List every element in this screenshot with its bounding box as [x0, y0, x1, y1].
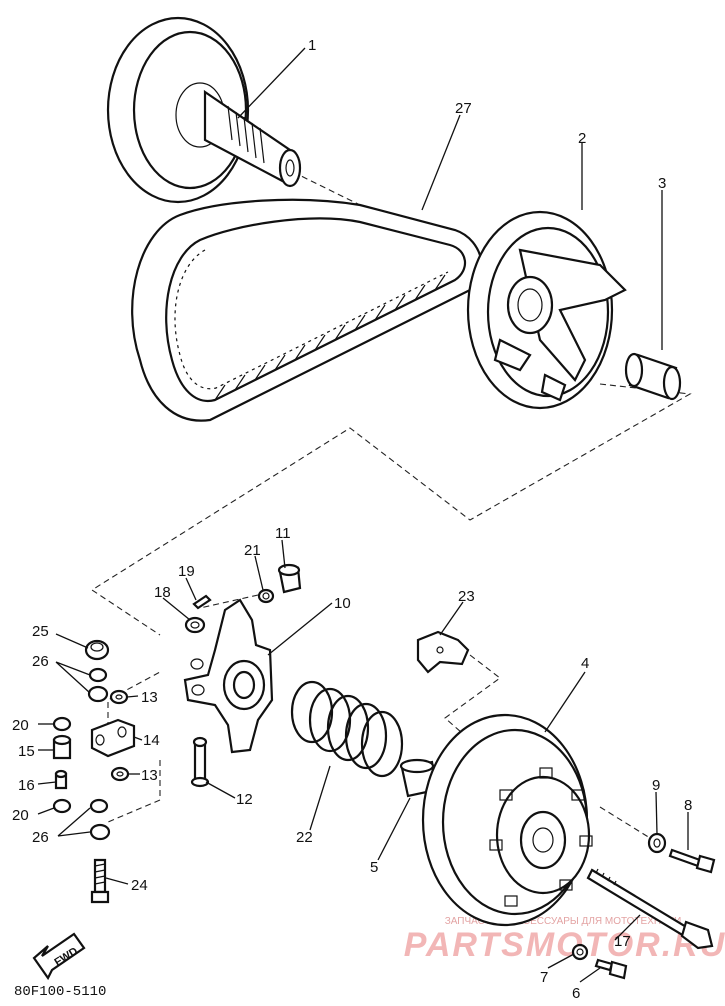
label-part-13-lower: 13 — [141, 767, 158, 784]
part-14-roller-block — [90, 718, 136, 758]
part-20-washer-lower — [52, 798, 72, 814]
part-20-washer-upper — [52, 716, 72, 732]
label-part-16: 16 — [18, 777, 35, 794]
part-2-secondary-sheave — [466, 210, 627, 410]
part-22-spring — [290, 680, 404, 778]
label-part-27: 27 — [455, 100, 472, 117]
part-23-bracket — [416, 630, 470, 674]
label-part-10: 10 — [334, 595, 351, 612]
label-part-5: 5 — [370, 859, 378, 876]
part-13-washer-lower — [110, 766, 130, 782]
label-part-7: 7 — [540, 969, 548, 986]
label-part-20-upper: 20 — [12, 717, 29, 734]
label-part-2: 2 — [578, 130, 586, 147]
part-code: 80F100-5110 — [14, 984, 106, 1000]
label-part-1: 1 — [308, 37, 316, 54]
part-12-pin — [190, 736, 210, 788]
label-part-19: 19 — [178, 563, 195, 580]
label-part-8: 8 — [684, 797, 692, 814]
part-17-long-bolt — [586, 868, 714, 950]
label-part-3: 3 — [658, 175, 666, 192]
label-part-18: 18 — [154, 584, 171, 601]
part-7-washer — [571, 943, 589, 961]
part-4-sliding-sheave — [421, 713, 593, 927]
part-10-spider-arm — [183, 598, 274, 754]
label-part-14: 14 — [143, 732, 160, 749]
label-part-25: 25 — [32, 623, 49, 640]
part-9-nut — [647, 832, 667, 854]
leader-lines — [37, 47, 689, 983]
part-26-washer-lower — [89, 798, 111, 841]
label-part-15: 15 — [18, 743, 35, 760]
label-part-9: 9 — [652, 777, 660, 794]
label-part-26-upper: 26 — [32, 653, 49, 670]
part-19-pin — [192, 594, 212, 610]
label-part-23: 23 — [458, 588, 475, 605]
part-11-cap — [277, 563, 302, 594]
part-15-collar — [52, 734, 72, 760]
part-26-washer-upper — [87, 667, 109, 703]
part-24-bolt — [90, 858, 110, 904]
label-part-17: 17 — [614, 933, 631, 950]
label-part-26-lower: 26 — [32, 829, 49, 846]
label-part-4: 4 — [581, 655, 589, 672]
part-3-bushing — [624, 352, 682, 401]
label-part-11: 11 — [275, 525, 291, 542]
watermark-tagline: ЗАПЧАСТИ И АКСЕССУАРЫ ДЛЯ МОТОТЕХНИКИ — [445, 916, 682, 927]
label-part-21: 21 — [244, 542, 261, 559]
label-part-20-lower: 20 — [12, 807, 29, 824]
watermark-brand: PARTSMOTOR.RU — [404, 926, 725, 964]
label-part-6: 6 — [572, 985, 580, 1002]
label-part-22: 22 — [296, 829, 313, 846]
part-8-bolt — [668, 848, 716, 874]
callout-labels: 1 27 2 3 11 21 19 18 10 23 25 26 13 14 2… — [12, 37, 692, 1002]
label-part-13-upper: 13 — [141, 689, 158, 706]
part-16-roller — [54, 769, 68, 790]
part-27-drive-belt — [131, 198, 484, 422]
part-21-washer — [257, 588, 275, 604]
part-18-washer — [184, 616, 206, 634]
label-part-24: 24 — [131, 877, 148, 894]
part-13-washer-upper — [109, 689, 129, 705]
label-part-12: 12 — [236, 791, 253, 808]
part-6-bolt — [594, 958, 628, 980]
forward-direction-arrow: FWD — [32, 932, 86, 981]
part-25-nut — [84, 639, 110, 661]
part-1-primary-sheave — [106, 16, 302, 204]
